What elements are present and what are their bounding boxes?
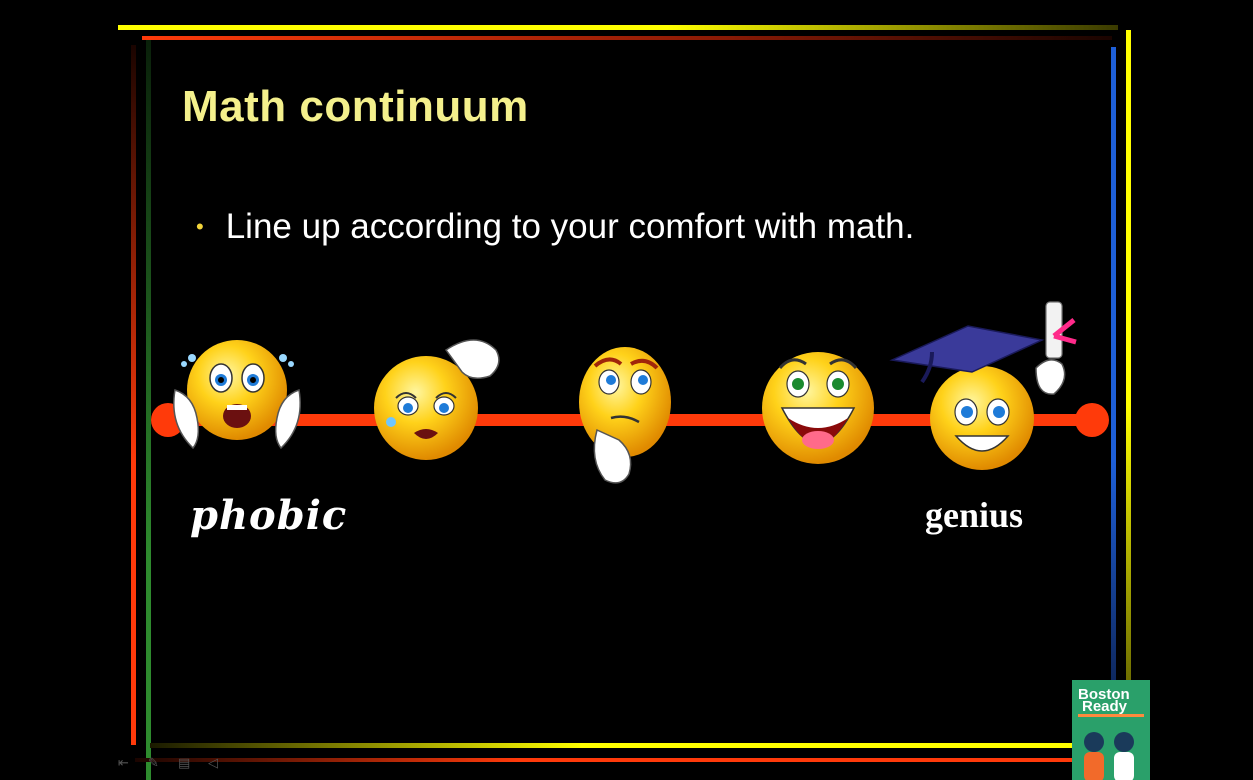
frame-left-green-line <box>146 40 151 780</box>
bullet-dot-icon: • <box>196 214 204 239</box>
thinking-emoji-icon <box>579 347 671 484</box>
logo-accent-bar <box>1078 714 1144 717</box>
label-genius: genius <box>925 495 1024 535</box>
frame-bottom-yellow-line <box>150 743 1110 748</box>
player-controls: ⇤ ✎ ▤ ◁ <box>118 757 226 771</box>
slide-title: Math continuum <box>182 82 529 131</box>
frame-right-yellow-line <box>1126 30 1131 780</box>
pen-icon[interactable]: ✎ <box>148 756 159 771</box>
bullet-text: Line up according to your comfort with m… <box>225 207 915 246</box>
bullet-item: • Line up according to your comfort with… <box>196 207 914 247</box>
logo-line1: Boston <box>1078 686 1130 703</box>
rewind-icon[interactable]: ⇤ <box>118 756 129 771</box>
graduate-emoji-icon <box>889 301 1077 470</box>
frame-right-blue-line <box>1111 47 1116 737</box>
volume-icon[interactable]: ◁ <box>208 756 218 771</box>
continuum-graphic <box>151 301 1109 484</box>
scared-emoji-icon <box>173 340 301 450</box>
stressed-emoji-icon <box>374 339 500 460</box>
label-phobic: phobic <box>190 492 348 539</box>
frame-left-red-line <box>131 45 136 745</box>
logo-figures-icon <box>1084 732 1134 780</box>
frame-top-red-line <box>142 36 1112 40</box>
frame-top-yellow-line <box>118 25 1118 30</box>
boston-ready-logo: Boston Ready <box>1072 680 1150 780</box>
logo-line2: Ready <box>1082 698 1128 715</box>
happy-emoji-icon <box>762 352 874 464</box>
menu-icon[interactable]: ▤ <box>178 756 191 771</box>
continuum-right-end-dot <box>1075 403 1109 437</box>
frame-bottom-red-line <box>135 758 1095 762</box>
